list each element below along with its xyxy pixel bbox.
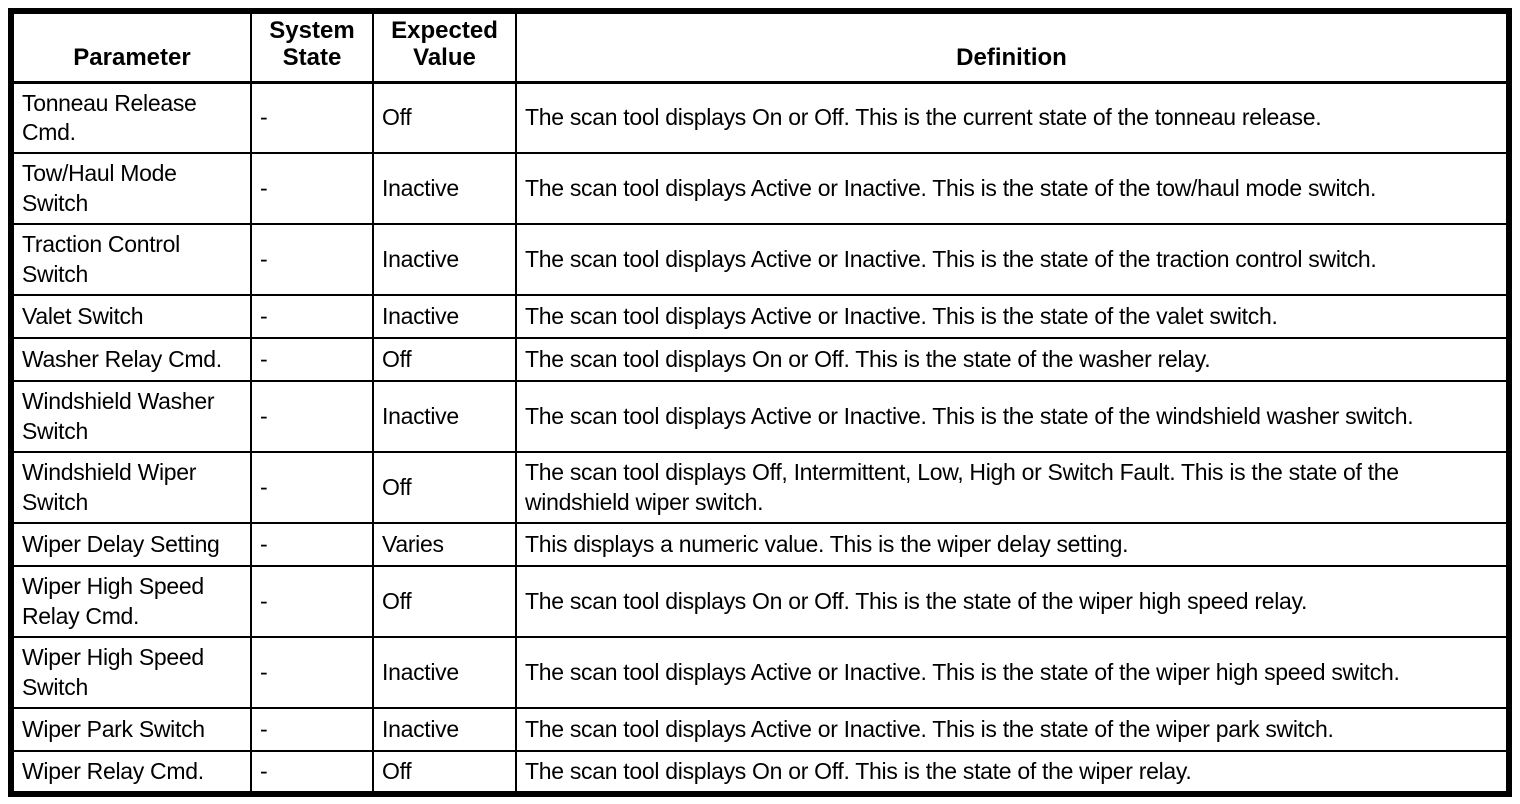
parameter-cell: Wiper Delay Setting [10,522,252,568]
column-header-expected-value: Expected Value [372,9,517,84]
parameter-cell: Tow/Haul Mode Switch [10,152,252,226]
parameter-cell: Wiper Park Switch [10,707,252,753]
definition-cell: The scan tool displays Off, Intermittent… [515,451,1510,525]
expected-value-cell: Off [372,750,517,796]
table-row: Wiper Relay Cmd. - Off The scan tool dis… [10,750,1510,796]
column-header-parameter: Parameter [10,9,252,84]
system-state-cell: - [250,522,374,568]
parameter-cell: Windshield Wiper Switch [10,451,252,525]
expected-value-cell: Inactive [372,707,517,753]
expected-value-cell: Inactive [372,223,517,297]
table-row: Tonneau Release Cmd. - Off The scan tool… [10,81,1510,155]
expected-value-cell: Inactive [372,380,517,454]
expected-value-cell: Off [372,81,517,155]
table-row: Washer Relay Cmd. - Off The scan tool di… [10,337,1510,383]
parameter-cell: Washer Relay Cmd. [10,337,252,383]
expected-value-cell: Varies [372,522,517,568]
column-header-definition: Definition [515,9,1510,84]
system-state-cell: - [250,750,374,796]
table-row: Wiper Delay Setting - Varies This displa… [10,522,1510,568]
system-state-cell: - [250,152,374,226]
column-header-system-state: System State [250,9,374,84]
table-header-row: Parameter System State Expected Value De… [10,9,1510,84]
definition-cell: The scan tool displays Active or Inactiv… [515,380,1510,454]
parameter-cell: Wiper Relay Cmd. [10,750,252,796]
parameter-cell: Tonneau Release Cmd. [10,81,252,155]
definition-cell: The scan tool displays Active or Inactiv… [515,636,1510,710]
system-state-cell: - [250,565,374,639]
definition-cell: The scan tool displays Active or Inactiv… [515,707,1510,753]
system-state-cell: - [250,81,374,155]
expected-value-cell: Off [372,451,517,525]
system-state-cell: - [250,636,374,710]
expected-value-cell: Inactive [372,636,517,710]
definition-cell: The scan tool displays On or Off. This i… [515,81,1510,155]
expected-value-cell: Inactive [372,294,517,340]
table-row: Wiper High Speed Relay Cmd. - Off The sc… [10,565,1510,639]
definition-cell: The scan tool displays On or Off. This i… [515,750,1510,796]
table-row: Windshield Washer Switch - Inactive The … [10,380,1510,454]
table-row: Traction Control Switch - Inactive The s… [10,223,1510,297]
parameter-cell: Wiper High Speed Switch [10,636,252,710]
table-row: Wiper Park Switch - Inactive The scan to… [10,707,1510,753]
system-state-cell: - [250,294,374,340]
definition-cell: This displays a numeric value. This is t… [515,522,1510,568]
table-row: Windshield Wiper Switch - Off The scan t… [10,451,1510,525]
definition-cell: The scan tool displays Active or Inactiv… [515,223,1510,297]
definition-cell: The scan tool displays On or Off. This i… [515,565,1510,639]
system-state-cell: - [250,707,374,753]
expected-value-cell: Off [372,337,517,383]
system-state-cell: - [250,337,374,383]
table-row: Valet Switch - Inactive The scan tool di… [10,294,1510,340]
parameter-cell: Traction Control Switch [10,223,252,297]
table-row: Wiper High Speed Switch - Inactive The s… [10,636,1510,710]
parameter-cell: Wiper High Speed Relay Cmd. [10,565,252,639]
table-body: Tonneau Release Cmd. - Off The scan tool… [10,81,1510,796]
expected-value-cell: Inactive [372,152,517,226]
system-state-cell: - [250,380,374,454]
definition-cell: The scan tool displays On or Off. This i… [515,337,1510,383]
definition-cell: The scan tool displays Active or Inactiv… [515,152,1510,226]
table-row: Tow/Haul Mode Switch - Inactive The scan… [10,152,1510,226]
parameter-cell: Windshield Washer Switch [10,380,252,454]
scan-tool-parameter-table: Parameter System State Expected Value De… [8,8,1512,798]
expected-value-cell: Off [372,565,517,639]
system-state-cell: - [250,451,374,525]
system-state-cell: - [250,223,374,297]
definition-cell: The scan tool displays Active or Inactiv… [515,294,1510,340]
parameter-cell: Valet Switch [10,294,252,340]
